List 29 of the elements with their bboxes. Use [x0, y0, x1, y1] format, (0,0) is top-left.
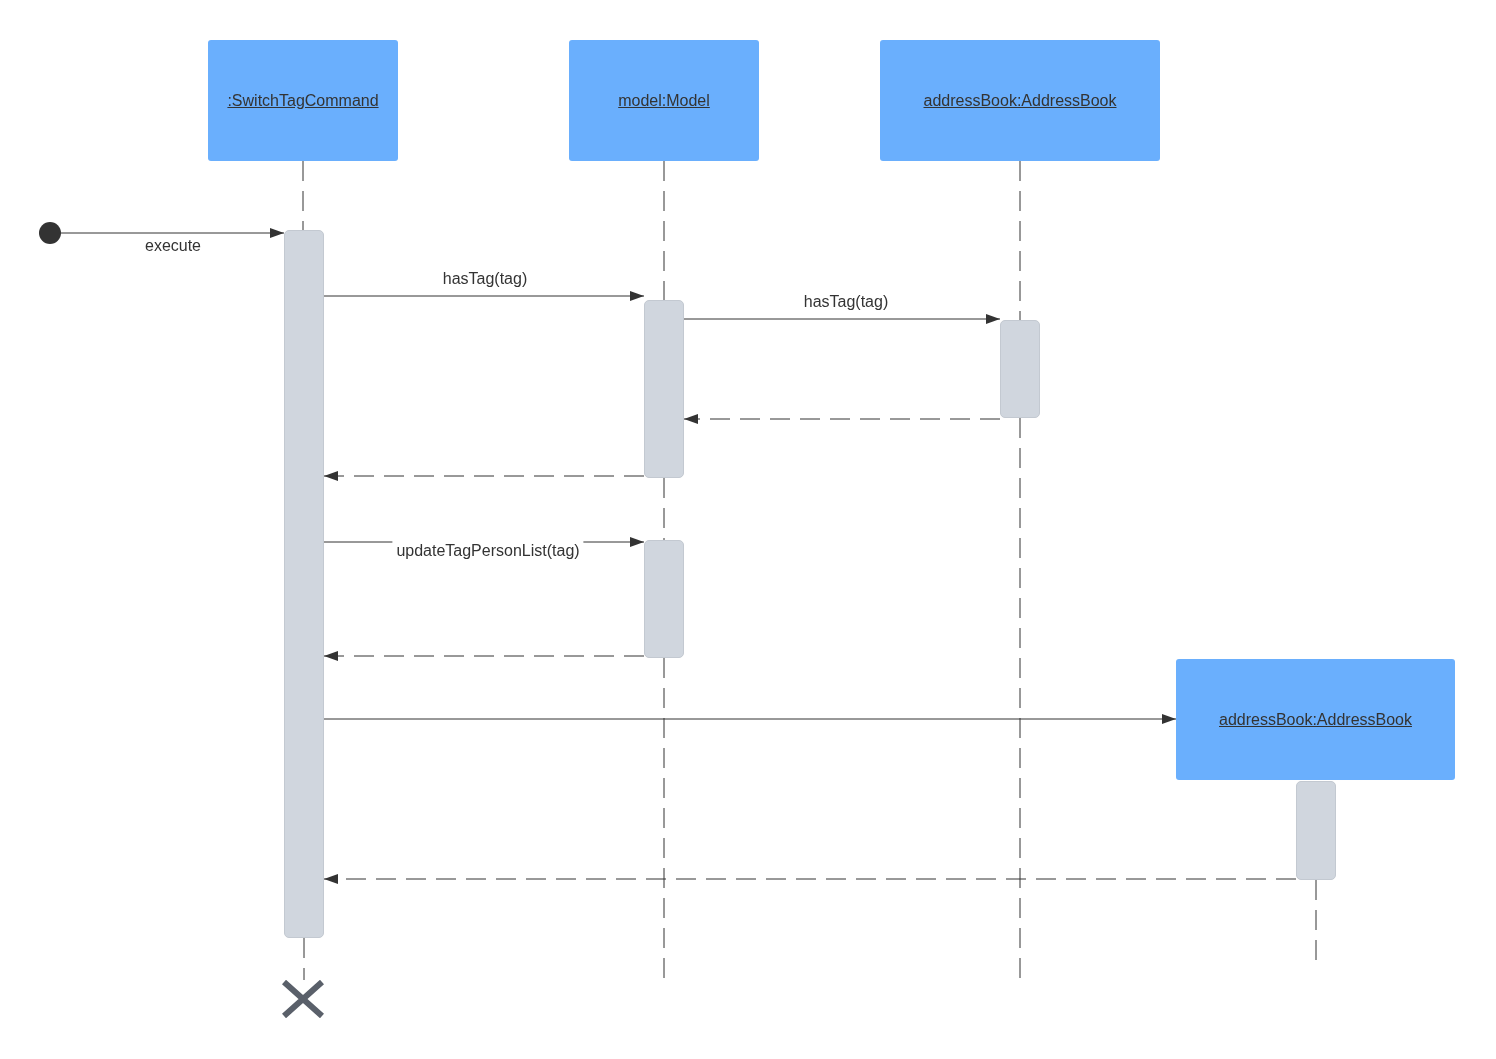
activation-bar [284, 230, 324, 938]
activation-bar [1296, 781, 1336, 880]
edge-label: updateTagPersonList(tag) [392, 541, 584, 561]
object-box [569, 40, 759, 161]
object-box [1176, 659, 1455, 780]
message-arrow [323, 291, 645, 301]
return-arrow [323, 471, 645, 481]
lifeline [303, 937, 305, 981]
object-box [208, 40, 398, 161]
lifeline [1019, 160, 1021, 321]
destroy-mark [282, 980, 324, 1018]
lifeline [663, 477, 665, 541]
return-arrow [683, 414, 1001, 424]
object-name: addressBook:AddressBook [923, 90, 1117, 111]
activation-bar [1000, 320, 1040, 418]
message-arrow [323, 714, 1177, 724]
object-name: addressBook:AddressBook [1219, 709, 1412, 730]
message-arrow [683, 314, 1001, 324]
activation-bar [644, 540, 684, 658]
message-arrow [60, 228, 285, 238]
object-name: :SwitchTagCommand [227, 90, 379, 111]
object-box [880, 40, 1160, 161]
lifeline [1315, 879, 1317, 961]
lifeline [302, 160, 304, 231]
activation-bar [644, 300, 684, 478]
return-arrow [323, 651, 645, 661]
return-arrow [323, 874, 1297, 884]
object-name: model:Model [618, 90, 710, 111]
lifeline [663, 160, 665, 301]
